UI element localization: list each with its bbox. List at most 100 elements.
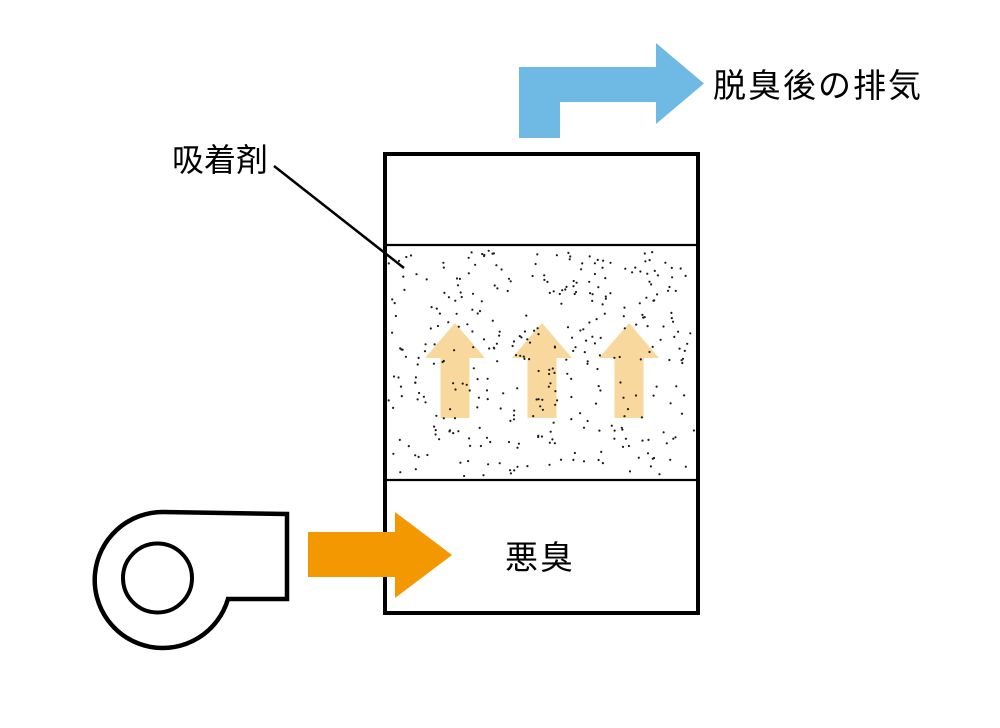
stipple-dot [648,350,651,354]
stipple-dot [541,398,544,401]
stipple-dot [512,418,516,421]
stipple-dot [399,385,403,388]
stipple-dot [391,298,394,301]
stipple-dot [546,280,549,283]
stipple-dot [409,254,413,257]
stipple-dot [569,255,572,258]
stipple-dot [487,249,490,252]
stipple-dot [509,469,512,472]
exhaust-label: 脱臭後の排気 [713,67,923,104]
stipple-dot [684,465,687,468]
stipple-dot [581,262,584,265]
stipple-dot [539,405,542,408]
stipple-dot [467,256,470,259]
stipple-dot [456,284,460,287]
stipple-dot [572,349,575,352]
stipple-dot [422,395,425,398]
stipple-dot [604,297,608,300]
stipple-dot [571,336,574,339]
stipple-dot [455,277,459,280]
stipple-dot [476,406,479,409]
stipple-dot [392,406,395,409]
stipple-dot [496,287,499,290]
stipple-dot [623,327,626,330]
upward-flow-arrow-left-icon [425,323,485,418]
stipple-dot [560,302,563,305]
stipple-dot [651,251,654,254]
stipple-dot [417,356,420,359]
stipple-dot [495,342,498,345]
stipple-dot [442,266,445,269]
stipple-dot [635,323,638,326]
stipple-dot [601,266,604,269]
stipple-dot [474,263,477,266]
stipple-dot [498,334,501,337]
stipple-dot [537,333,540,336]
stipple-dot [402,275,405,278]
stipple-dot [522,355,525,358]
stipple-dot [513,469,516,472]
stipple-dot [549,430,552,433]
stipple-dot [552,421,555,424]
stipple-dot [459,461,462,464]
stipple-dot [516,446,519,449]
stipple-dot [672,320,675,323]
stipple-dot [476,312,479,315]
stipple-dot [613,356,616,359]
stipple-dot [570,377,573,380]
stipple-dot [534,262,537,266]
stipple-dot [465,383,468,386]
stipple-dot [394,314,397,318]
stipple-dot [403,288,406,291]
stipple-dot [591,293,594,296]
stipple-dot [488,347,491,350]
stipple-dot [602,259,605,262]
stipple-dot [674,289,677,292]
stipple-dot [601,462,605,465]
stipple-dot [692,429,696,432]
stipple-dot [669,458,672,461]
stipple-dot [511,344,514,348]
stipple-dot [455,312,458,315]
stipple-dot [621,428,624,431]
stipple-dot [548,463,551,466]
stipple-dot [507,277,511,280]
stipple-dot [541,408,545,411]
stipple-dot [583,351,586,354]
stipple-dot [570,395,573,399]
stipple-dot [471,308,474,311]
stipple-dot [638,302,641,305]
stipple-dot [669,402,672,405]
stipple-dot [653,269,656,272]
stipple-dot [435,414,438,417]
stipple-dot [553,371,556,374]
stipple-dot [648,259,651,262]
stipple-dot [424,343,427,346]
stipple-dot [593,262,597,265]
stipple-dot [689,332,692,335]
stipple-dot [509,472,512,475]
stipple-dot [618,355,621,359]
stipple-dot [543,278,546,281]
stipple-dot [565,358,568,361]
stipple-dot [438,438,441,441]
stipple-dot [662,325,665,328]
stipple-dot [525,314,528,317]
stipple-dot [438,312,441,315]
stipple-dot [646,452,650,455]
stipple-dot [634,394,638,397]
stipple-dot [416,398,419,401]
adsorbent-stipple [387,249,696,478]
stipple-dot [671,276,674,279]
stipple-dot [668,358,671,362]
stipple-dot [594,402,598,405]
stipple-dot [523,357,526,360]
stipple-dot [391,331,394,334]
stipple-dot [414,454,417,457]
stipple-dot [652,394,655,397]
stipple-dot [582,460,586,463]
stipple-dot [582,426,586,429]
stipple-dot [574,346,577,349]
stipple-dot [627,444,631,448]
stipple-dot [572,279,575,283]
